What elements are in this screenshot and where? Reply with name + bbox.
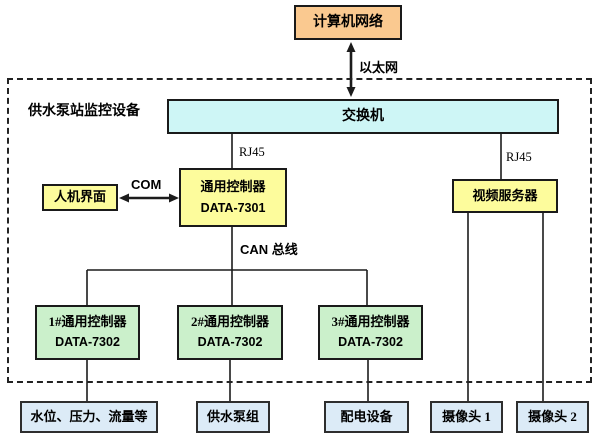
power-distribution-node: 配电设备 — [324, 401, 409, 433]
computer-network-node: 计算机网络 — [294, 5, 402, 40]
can-bus-label: CAN 总线 — [240, 242, 298, 257]
video-server-node: 视频服务器 — [452, 179, 558, 213]
sub-controller-3-model: DATA-7302 — [338, 334, 403, 349]
rj45-label-right: RJ45 — [506, 150, 532, 164]
sub-controller-3-node: 3#通用控制器 DATA-7302 — [318, 305, 423, 360]
sub-controller-1-name: 1#通用控制器 — [48, 314, 127, 330]
sub-controller-1-node: 1#通用控制器 DATA-7302 — [35, 305, 140, 360]
sub-controller-2-name: 2#通用控制器 — [190, 314, 269, 330]
com-label: COM — [131, 177, 162, 192]
sub-controller-1-model: DATA-7302 — [55, 334, 120, 349]
pump-group-node: 供水泵组 — [196, 401, 270, 433]
ethernet-label: 以太网 — [359, 60, 399, 75]
sub-controller-3-name: 3#通用控制器 — [331, 314, 410, 330]
switch-node: 交换机 — [167, 99, 559, 134]
main-controller-model: DATA-7301 — [200, 200, 266, 215]
sub-controller-2-model: DATA-7302 — [197, 334, 263, 349]
sub-controller-2-node: 2#通用控制器 DATA-7302 — [177, 305, 283, 360]
monitoring-enclosure — [7, 78, 592, 383]
camera-2-node: 摄像头 2 — [516, 401, 589, 433]
water-sensors-node: 水位、压力、流量等 — [20, 401, 158, 433]
hmi-node: 人机界面 — [42, 184, 118, 211]
enclosure-title: 供水泵站监控设备 — [28, 104, 140, 119]
main-controller-name: 通用控制器 — [200, 178, 266, 194]
rj45-label-left: RJ45 — [239, 145, 265, 159]
camera-1-node: 摄像头 1 — [430, 401, 503, 433]
main-controller-node: 通用控制器 DATA-7301 — [179, 168, 287, 227]
